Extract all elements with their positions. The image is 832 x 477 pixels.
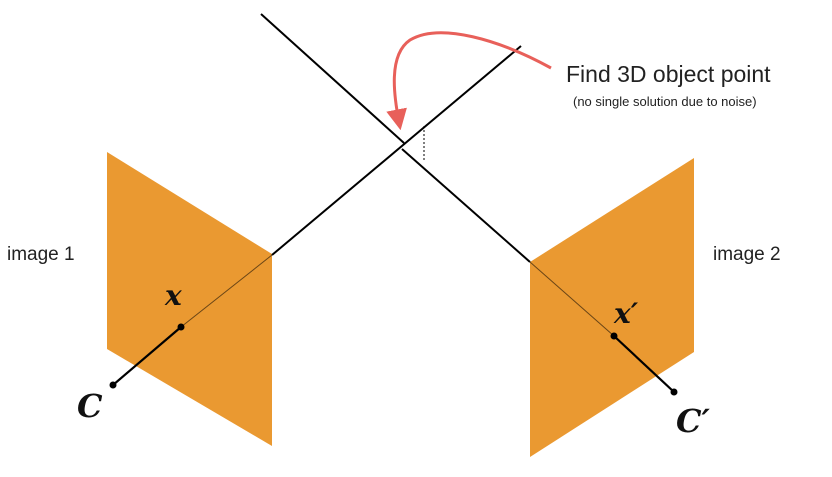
camera-center-1-label: C: [77, 387, 103, 425]
point-x: [177, 323, 185, 331]
ray-2-lower: [401, 148, 531, 263]
curved-arrow-icon: [386, 31, 552, 131]
camera-center-1: [109, 381, 117, 389]
camera-center-2: [670, 388, 678, 396]
camera-center-2-label: C′: [676, 402, 710, 440]
ray-2-upper: [260, 13, 405, 144]
ray-1: [271, 45, 522, 256]
point-x-prime-label: x′: [613, 297, 639, 330]
ray-1-camera-segment: [112, 326, 182, 386]
ray-2-through-plane: [529, 261, 615, 337]
ray-1-through-plane: [180, 254, 273, 328]
ray-2-camera-segment: [613, 335, 675, 393]
image-plane-1: [107, 152, 272, 446]
image-plane-2: [530, 158, 694, 457]
subtitle-text: (no single solution due to noise): [573, 94, 757, 109]
title-text: Find 3D object point: [566, 61, 771, 87]
point-x-label: x: [164, 279, 182, 312]
point-x-prime: [610, 332, 618, 340]
image-1-label: image 1: [7, 244, 75, 265]
image-2-label: image 2: [713, 244, 781, 265]
